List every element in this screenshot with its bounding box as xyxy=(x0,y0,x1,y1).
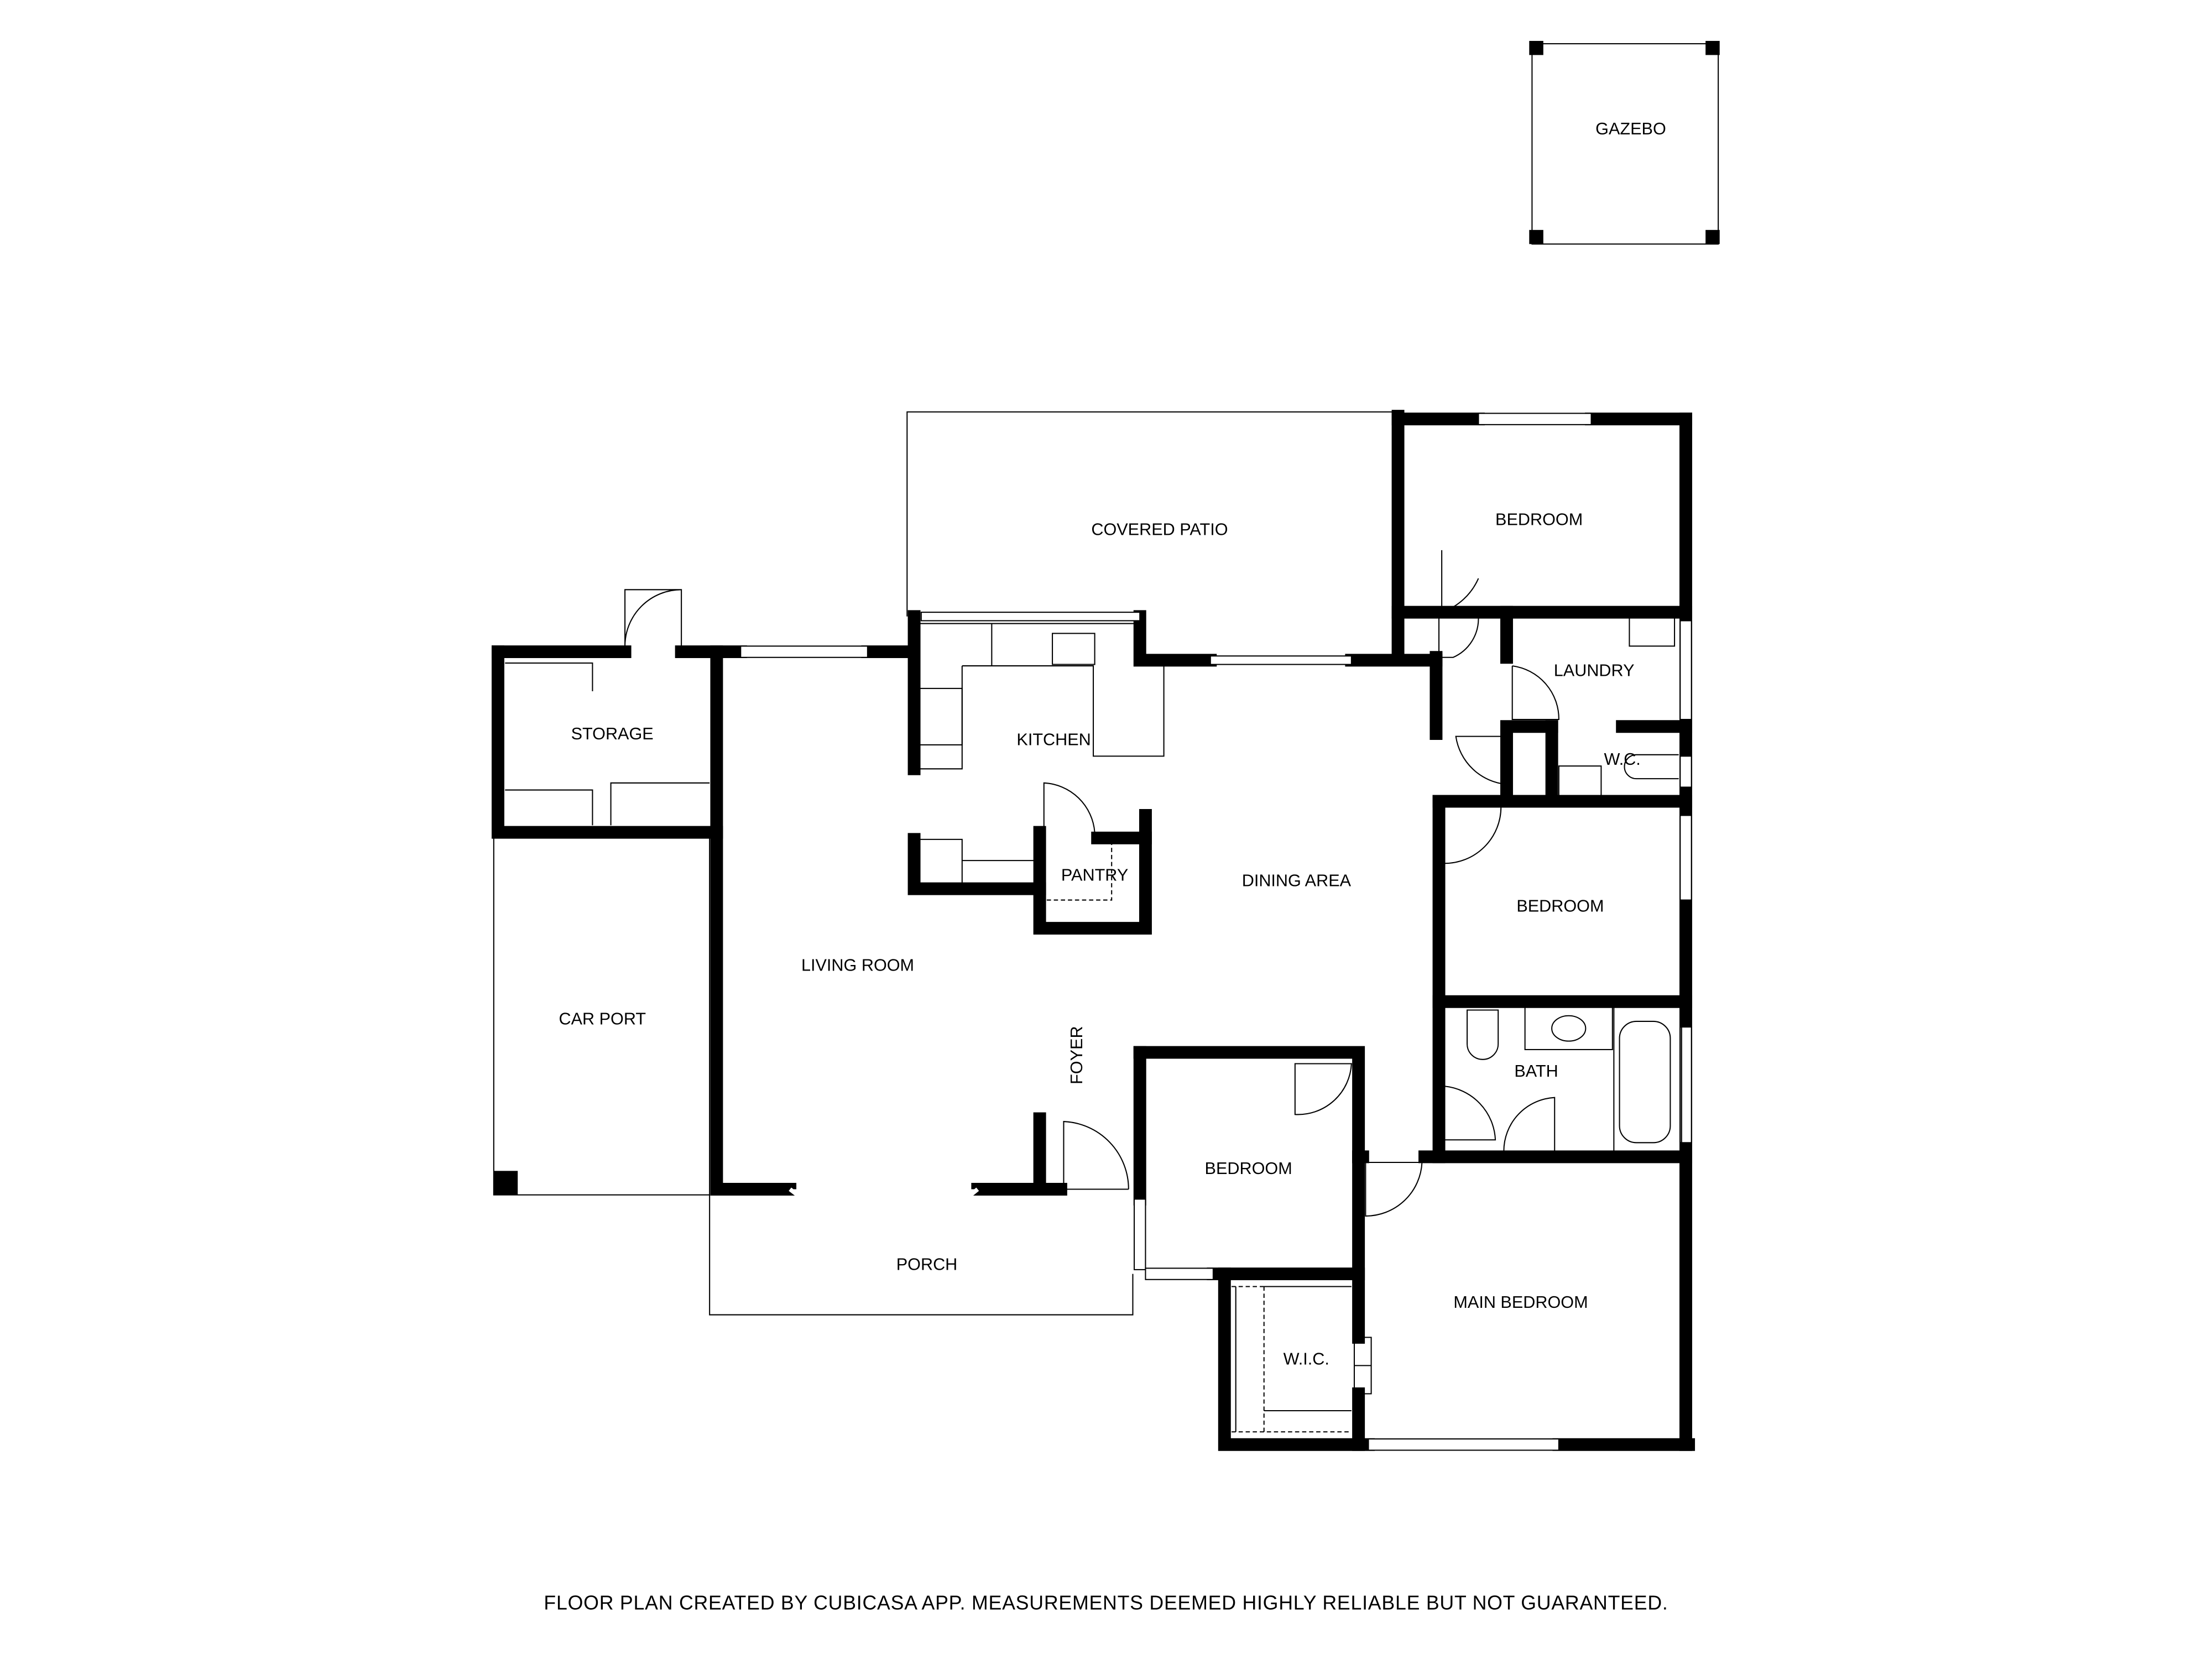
label-foyer: FOYER xyxy=(1067,1026,1086,1084)
windows xyxy=(740,413,1692,1451)
fixtures xyxy=(505,617,1682,1433)
label-laundry: LAUNDRY xyxy=(1554,661,1635,680)
label-porch: PORCH xyxy=(896,1255,958,1274)
doors xyxy=(624,550,1559,1395)
label-kitchen: KITCHEN xyxy=(1016,730,1091,749)
label-pantry: PANTRY xyxy=(1061,865,1128,884)
label-bedroom-s: BEDROOM xyxy=(1205,1159,1292,1178)
label-car-port: CAR PORT xyxy=(559,1009,646,1028)
stove-icon xyxy=(919,687,963,745)
label-bedroom-e: BEDROOM xyxy=(1516,896,1604,915)
label-covered-patio: COVERED PATIO xyxy=(1091,520,1228,539)
label-gazebo: GAZEBO xyxy=(1595,119,1666,138)
covered-patio-outline xyxy=(906,411,1394,617)
main-bedroom-door xyxy=(1365,1162,1423,1217)
pantry-door xyxy=(1043,782,1095,833)
bathtub-icon xyxy=(1613,1006,1682,1152)
label-bath: BATH xyxy=(1514,1062,1558,1081)
label-main-bedroom: MAIN BEDROOM xyxy=(1453,1293,1588,1312)
closet-door xyxy=(1455,735,1507,785)
label-wic: W.I.C. xyxy=(1284,1349,1329,1368)
footer-disclaimer: FLOOR PLAN CREATED BY CUBICASA APP. MEAS… xyxy=(544,1592,1668,1614)
bath-door-2 xyxy=(1503,1097,1556,1152)
wic-door xyxy=(1353,1337,1372,1395)
label-living-room: LIVING ROOM xyxy=(801,956,914,975)
storage-door xyxy=(624,589,682,652)
wc-sink-icon xyxy=(1558,765,1602,798)
porch-outline xyxy=(709,1194,1134,1316)
kitchen-sink-icon xyxy=(1052,633,1095,665)
front-door xyxy=(1063,1120,1129,1190)
gazebo xyxy=(1529,40,1720,245)
hall-door xyxy=(1438,618,1479,658)
label-storage: STORAGE xyxy=(571,724,654,743)
toilet-icon xyxy=(1467,1009,1499,1060)
label-wc: W.C. xyxy=(1604,750,1641,769)
bedroom-e-door xyxy=(1444,806,1502,864)
car-port-post xyxy=(493,1171,518,1195)
walls xyxy=(492,410,1695,1451)
label-bedroom-ne: BEDROOM xyxy=(1495,510,1583,529)
bedroom-ne-door xyxy=(1441,550,1479,613)
bath-door-1 xyxy=(1444,1086,1496,1141)
laundry-sink-icon xyxy=(1629,617,1676,647)
laundry-door xyxy=(1511,665,1559,721)
bath-vanity-icon xyxy=(1524,1006,1613,1050)
bedroom-s-door xyxy=(1294,1063,1352,1115)
toilet-icon xyxy=(1624,754,1679,780)
label-dining-area: DINING AREA xyxy=(1242,871,1352,890)
